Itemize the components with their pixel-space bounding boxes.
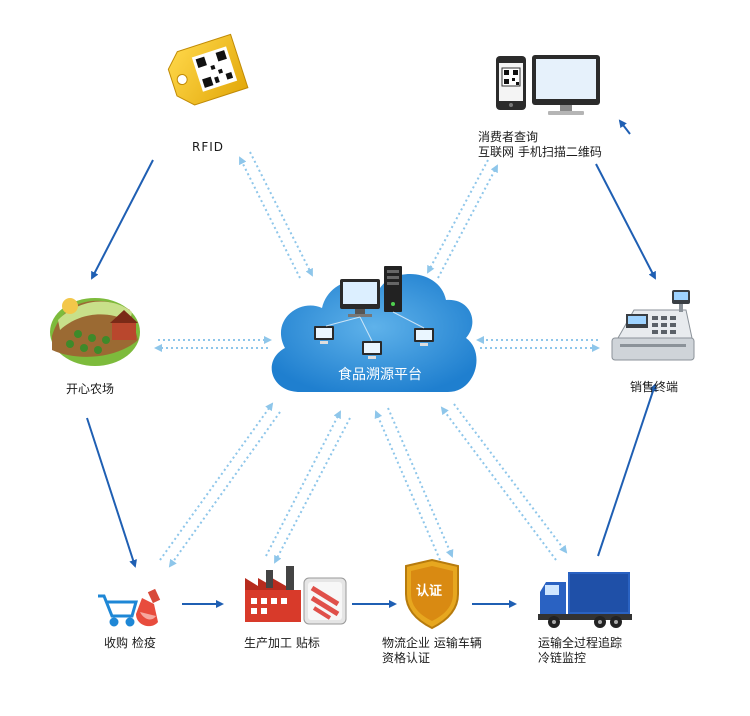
dotted-transport-out — [453, 403, 568, 554]
transport-tracking-label: 运输全过程追踪 — [538, 636, 623, 650]
purchase-inspection-label: 收购 检疫 — [104, 636, 156, 650]
factory-icon — [245, 566, 301, 622]
client-computer-icon — [414, 328, 434, 346]
logistics-label: 物流企业 运输车辆 — [382, 636, 482, 650]
platform-label: 食品溯源平台 — [338, 367, 422, 383]
dotted-purchase-in — [159, 402, 274, 561]
dotted-production-out — [274, 417, 351, 564]
client-computer-icon — [362, 341, 382, 359]
packaged-meat-icon — [303, 577, 347, 625]
dotted-consumer-out — [437, 164, 498, 279]
farm-label: 开心农场 — [66, 382, 115, 396]
rfid-label: RFID — [192, 140, 225, 154]
smartphone-icon — [496, 56, 526, 110]
consumer-channel-label: 互联网 手机扫描二维码 — [478, 145, 602, 159]
certification-shield-icon — [405, 558, 459, 630]
server-monitor-icon — [340, 279, 380, 317]
consumer-query-label: 消费者查询 — [478, 130, 539, 144]
dotted-consumer-in — [427, 159, 489, 274]
dotted-purchase-out — [168, 411, 281, 568]
certification-badge-text: 认证 — [416, 584, 443, 599]
data-exchange-arrows — [154, 151, 600, 568]
client-computer-icon — [314, 326, 334, 344]
sales-terminal-label: 销售终端 — [630, 380, 679, 394]
platform-cloud — [271, 266, 477, 392]
arrow-rfid-to-farm — [91, 159, 154, 280]
production-labeling-label: 生产加工 贴标 — [244, 636, 320, 650]
lab-flask-icon — [136, 588, 161, 627]
process-arrows — [86, 119, 657, 608]
rfid-tag-icon — [167, 33, 249, 106]
server-tower-icon — [384, 266, 402, 312]
dotted-logistics-in — [374, 410, 441, 561]
qualification-label: 资格认证 — [382, 651, 431, 665]
arrow-farm-to-purchase — [86, 417, 137, 568]
farm-icon — [50, 298, 140, 366]
dotted-production-in — [265, 410, 341, 557]
cash-register-icon — [611, 290, 695, 361]
dotted-transport-in — [440, 406, 557, 561]
arrow-transport-to-sales — [597, 383, 657, 557]
cloud-shape — [271, 274, 477, 392]
shopping-cart-icon — [98, 594, 138, 627]
dotted-rfid-out-1 — [239, 156, 301, 279]
dotted-rfid-in-1 — [249, 151, 313, 277]
truck-icon — [538, 572, 632, 628]
arrow-consumer-to-sales — [595, 163, 656, 280]
arrow-into-consumer — [618, 119, 631, 135]
dotted-logistics-out — [387, 407, 454, 558]
desktop-monitor-icon — [532, 55, 600, 115]
cold-chain-label: 冷链监控 — [538, 651, 587, 665]
